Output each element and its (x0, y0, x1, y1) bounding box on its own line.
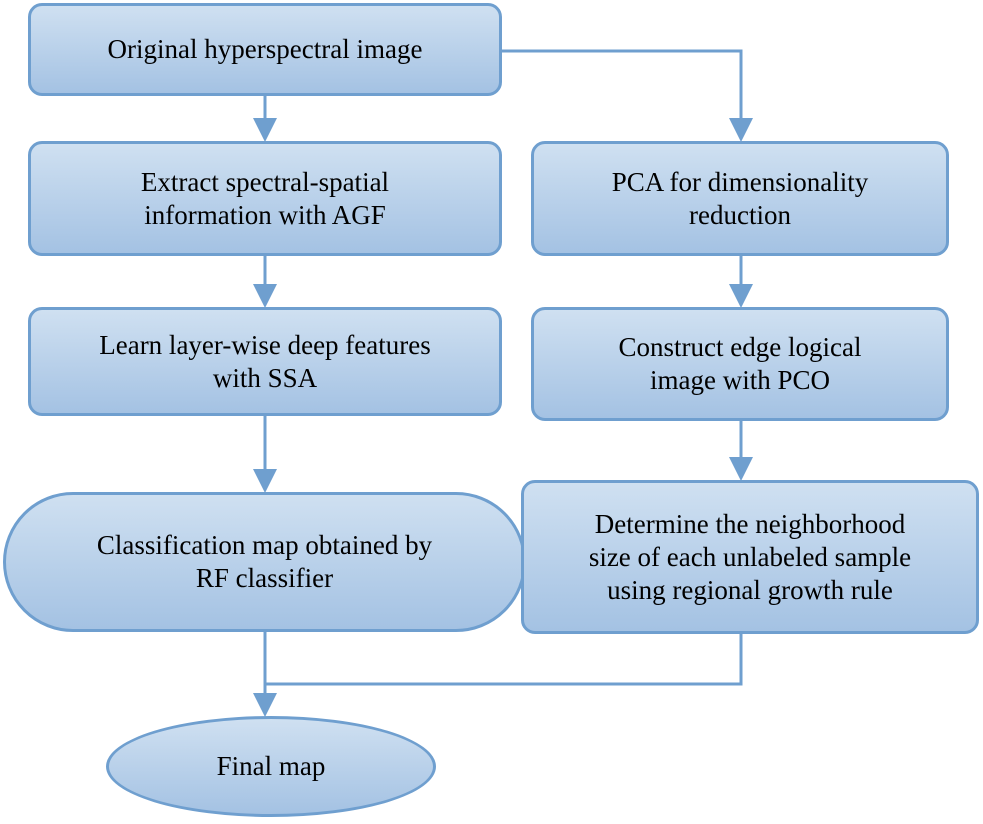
node-determine-neighborhood: Determine the neighborhood size of each … (521, 480, 979, 634)
node-construct-edge: Construct edge logical image with PCO (531, 307, 949, 421)
node-final-map: Final map (106, 716, 436, 817)
node-classification-map-label: Classification map obtained by RF classi… (96, 530, 433, 593)
node-pca-label: PCA for dimensionality reduction (611, 166, 869, 230)
node-learn-deep-features: Learn layer-wise deep features with SSA (28, 307, 502, 416)
node-final-map-label: Final map (216, 751, 326, 781)
node-original-image: Original hyperspectral image (28, 3, 502, 96)
node-extract-spectral-spatial: Extract spectral-spatial information wit… (28, 141, 502, 256)
node-original-image-label: Original hyperspectral image (107, 34, 423, 64)
node-construct-edge-label: Construct edge logical image with PCO (618, 332, 862, 395)
node-classification-map: Classification map obtained by RF classi… (3, 492, 526, 632)
node-determine-neighborhood-label: Determine the neighborhood size of each … (588, 508, 912, 605)
node-pca: PCA for dimensionality reduction (531, 141, 949, 256)
arrow-original-to-pca (502, 49, 753, 142)
node-learn-deep-features-label: Learn layer-wise deep features with SSA (99, 329, 431, 393)
node-extract-spectral-spatial-label: Extract spectral-spatial information wit… (140, 166, 390, 230)
connector-determine-to-merge (265, 634, 743, 686)
